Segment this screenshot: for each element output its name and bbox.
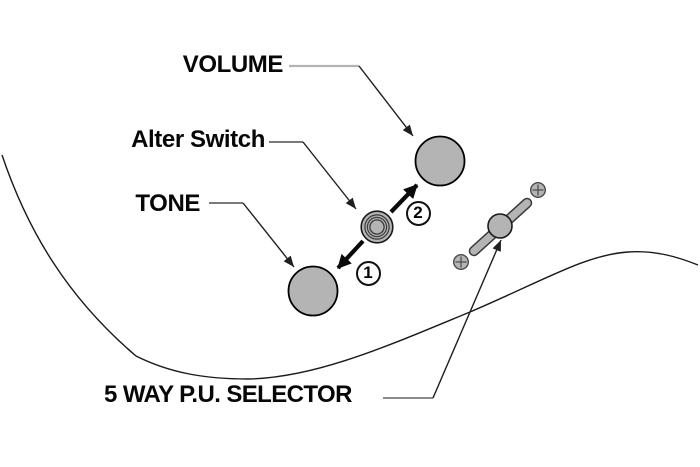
- alter-direction-arrow-down: [336, 239, 365, 270]
- alter-switch-center: [369, 219, 385, 235]
- volume-label: VOLUME: [182, 51, 284, 78]
- alter-switch-outer-ring: [360, 210, 394, 244]
- screw-icon: [453, 253, 470, 270]
- tone-leader-arrow: [242, 202, 295, 268]
- alter-switch-knob: [360, 210, 394, 244]
- tone-label: TONE: [135, 190, 200, 217]
- alter-switch-ring: [366, 216, 388, 238]
- selector-leader-arrow: [432, 239, 502, 399]
- step-badge-2: 2: [405, 200, 431, 226]
- selector-knob: [487, 213, 513, 239]
- tone-knob: [287, 265, 339, 317]
- pickup-selector-label: 5 WAY P.U. SELECTOR: [104, 381, 352, 408]
- alter-switch-label: Alter Switch: [131, 126, 265, 153]
- step-badge-1-number: 1: [363, 263, 373, 282]
- step-badge-2-number: 2: [413, 203, 423, 222]
- alter-switch-ring: [364, 214, 390, 240]
- volume-leader-arrow: [358, 65, 414, 137]
- pickup-selector: [453, 181, 547, 270]
- step-badge-1: 1: [355, 260, 381, 286]
- alter-direction-arrow-up: [389, 183, 419, 214]
- guitar-body-outline: [1, 154, 699, 380]
- alter-switch-leader-arrow: [302, 141, 357, 210]
- screw-icon: [530, 181, 547, 198]
- volume-knob: [414, 135, 466, 187]
